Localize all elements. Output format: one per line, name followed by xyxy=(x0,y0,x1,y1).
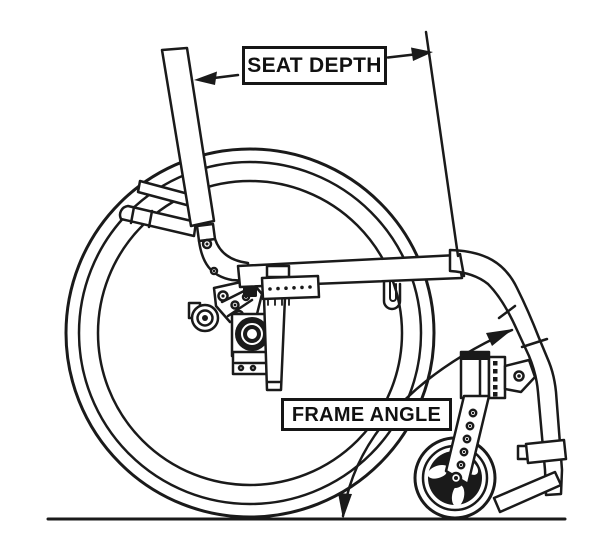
frame-angle-label: FRAME ANGLE xyxy=(281,398,452,431)
cross-brace-bar xyxy=(262,295,290,392)
front-frame-tube xyxy=(448,248,564,497)
seat-sling-hook xyxy=(382,280,402,311)
angle-adjust-plate xyxy=(487,355,537,400)
seat-depth-reference-line xyxy=(424,30,460,258)
seat-rail xyxy=(236,253,464,301)
backrest-cane xyxy=(195,222,250,283)
seat-depth-label: SEAT DEPTH xyxy=(242,46,387,85)
hub xyxy=(235,317,269,351)
caster-fork xyxy=(444,394,491,486)
caster-housing xyxy=(459,350,491,400)
backrest-post xyxy=(160,46,216,228)
rear-wheel xyxy=(64,147,436,519)
footrest-clamp xyxy=(516,438,568,465)
seat-depth-arrows xyxy=(194,47,433,85)
camber-tube xyxy=(187,301,220,333)
handrim xyxy=(96,179,404,487)
footrest-tube xyxy=(492,470,563,514)
